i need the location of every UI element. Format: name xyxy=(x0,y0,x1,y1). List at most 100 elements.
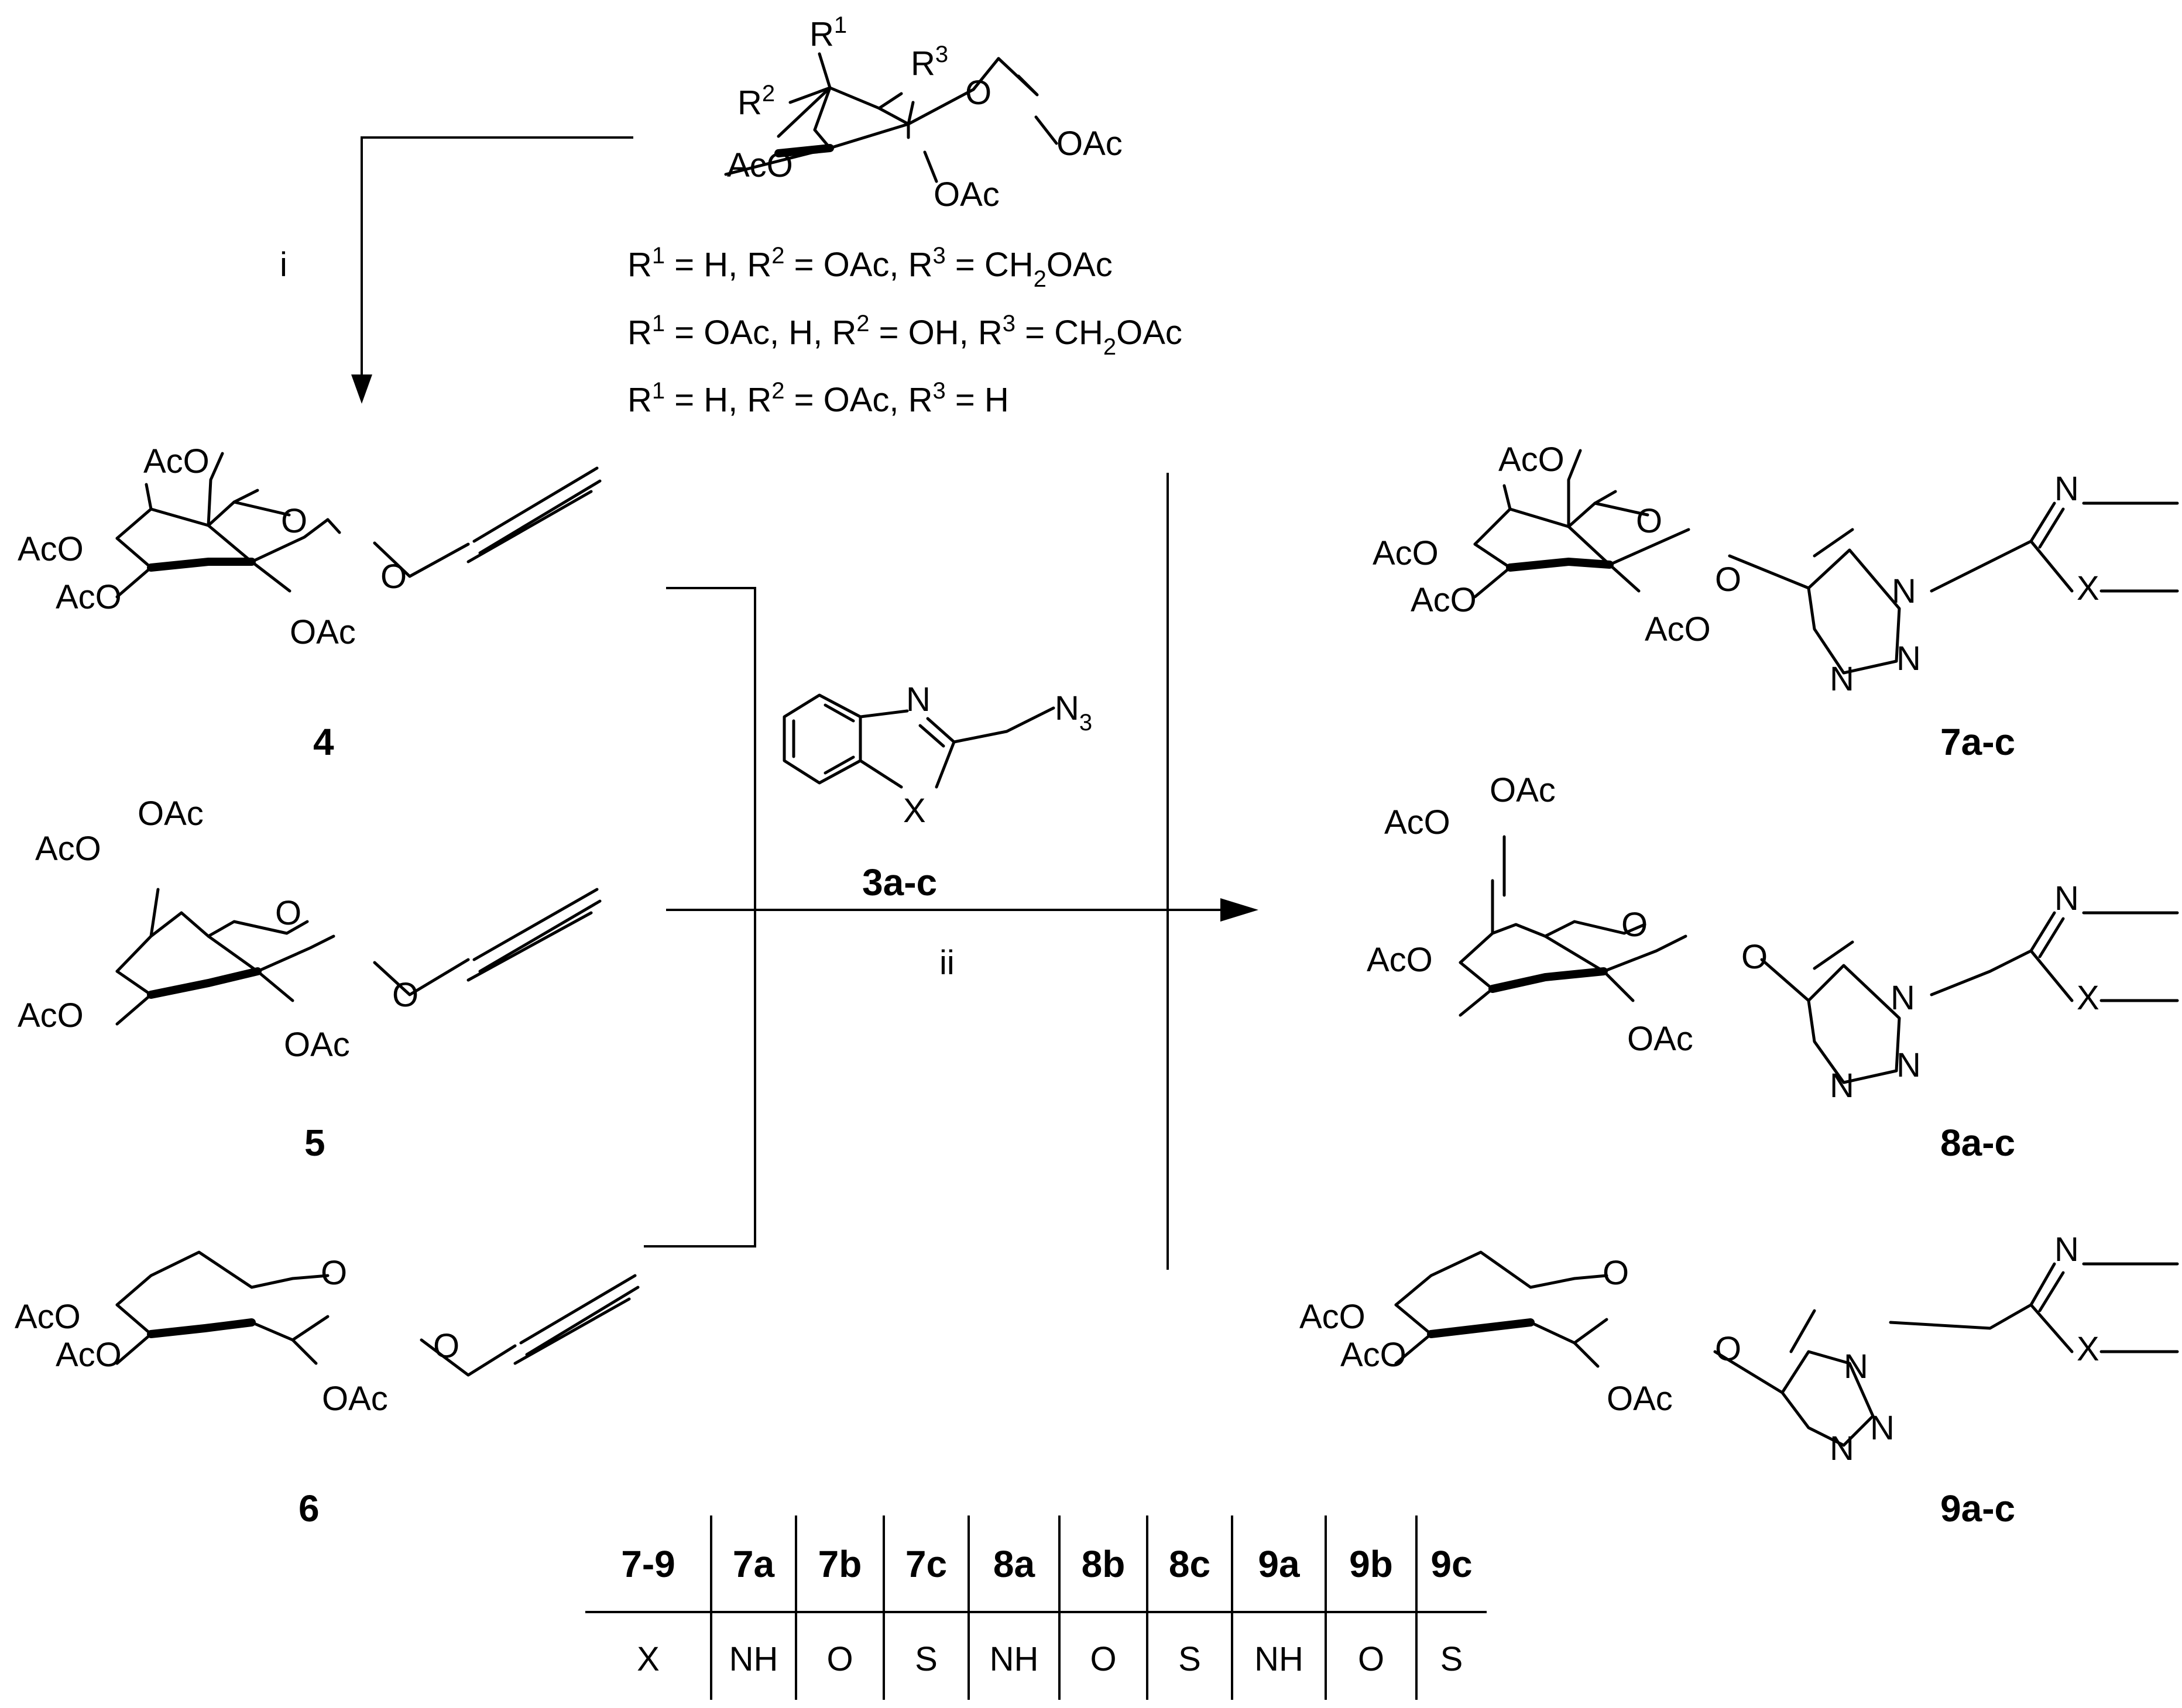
table-header-cell: 8a xyxy=(993,1543,1035,1585)
c5-number: 5 xyxy=(304,1122,325,1164)
c6-aco-3: AcO xyxy=(56,1336,122,1374)
c8-triazole-n1: N xyxy=(1891,979,1915,1017)
c7-triazole-n2: N xyxy=(1896,640,1921,678)
reagent-x: X xyxy=(903,792,926,830)
c7-ring-oxygen: O xyxy=(1636,502,1662,540)
c7-aco-6: AcO xyxy=(1498,441,1565,479)
c6-ring-oxygen: O xyxy=(321,1254,347,1292)
start-oac-c2: OAc xyxy=(934,176,1000,214)
start-r2: R2 xyxy=(737,81,775,122)
c8-het-n: N xyxy=(2054,879,2079,917)
table-cell: NH xyxy=(729,1640,778,1678)
compound-6: AcO AcO OAc O O 6 xyxy=(15,1250,640,1530)
reagent-number: 3a-c xyxy=(862,861,937,903)
table-cell: S xyxy=(915,1640,938,1678)
c5-oac-6: OAc xyxy=(138,795,204,833)
c5-aco-4: AcO xyxy=(35,830,101,868)
c9-aco-3: AcO xyxy=(1340,1336,1406,1374)
c5-ring-oxygen: O xyxy=(275,894,301,932)
c6-number: 6 xyxy=(299,1487,320,1530)
reagent-n: N xyxy=(906,681,931,719)
table-cell: S xyxy=(1178,1640,1201,1678)
table-header-cell: 8c xyxy=(1169,1543,1210,1585)
c9-het-n: N xyxy=(2054,1231,2079,1269)
table-cell: S xyxy=(1440,1640,1463,1678)
c8-oac-2: OAc xyxy=(1627,1020,1693,1058)
table-header-cell: 7c xyxy=(905,1543,947,1585)
c8-triazole-n2: N xyxy=(1896,1046,1921,1084)
start-aco-c3: AcO xyxy=(727,146,793,184)
c5-oac-2: OAc xyxy=(284,1026,350,1064)
c9-ring-oxygen: O xyxy=(1603,1254,1629,1292)
reagent-3: N X N3 3a-c xyxy=(783,681,1092,903)
arrow-step-i: i xyxy=(280,136,633,404)
c4-aco-3: AcO xyxy=(56,578,122,616)
c8-aco-3: AcO xyxy=(1367,941,1433,979)
table-cell: O xyxy=(1090,1640,1116,1678)
compound-4: AcO AcO AcO OAc O O 4 xyxy=(18,442,602,763)
c7-aco-4: AcO xyxy=(1373,534,1439,572)
start-r3: R3 xyxy=(911,42,948,83)
c7-aco-2: AcO xyxy=(1645,610,1711,648)
table-header-cell: 9a xyxy=(1258,1543,1300,1585)
subst-line-3: R1 = H, R2 = OAc, R3 = H xyxy=(627,378,1009,419)
condition-i: i xyxy=(280,246,287,284)
c7-het-n: N xyxy=(2054,470,2079,508)
compound-5: OAc AcO AcO OAc O O 5 xyxy=(18,795,602,1164)
start-r1: R1 xyxy=(809,12,847,53)
reagent-azide: N3 xyxy=(1055,689,1092,736)
c9-oac-2: OAc xyxy=(1607,1380,1673,1418)
table-cell: NH xyxy=(1254,1640,1303,1678)
c5-aco-3: AcO xyxy=(18,996,84,1035)
c9-aco-4: AcO xyxy=(1299,1298,1366,1336)
c7-triazole-n1: N xyxy=(1892,572,1916,610)
c4-aco-4: AcO xyxy=(18,530,84,568)
table-header-cell: 9c xyxy=(1430,1543,1472,1585)
c4-number: 4 xyxy=(313,721,334,763)
table-header-cell: 7-9 xyxy=(621,1543,675,1585)
table-cell: X xyxy=(637,1640,660,1678)
c8-het-x: X xyxy=(2077,979,2099,1017)
c4-aco-6: AcO xyxy=(143,442,210,480)
c8-number: 8a-c xyxy=(1940,1122,2015,1164)
c7-number: 7a-c xyxy=(1940,721,2015,763)
c5-o-link: O xyxy=(392,976,418,1014)
c7-o-link: O xyxy=(1715,561,1741,599)
c9-het-x: X xyxy=(2077,1330,2099,1368)
c8-ring-oxygen: O xyxy=(1621,906,1648,944)
arrow-step-ii: ii xyxy=(644,473,1258,1270)
c4-oac-2: OAc xyxy=(290,613,356,651)
c8-oac-6: OAc xyxy=(1490,771,1556,809)
table-cell: NH xyxy=(990,1640,1039,1678)
start-oac-anomeric: OAc xyxy=(1056,125,1123,163)
c9-triazole-n3: N xyxy=(1830,1429,1854,1468)
condition-ii: ii xyxy=(939,944,955,982)
c7-aco-3: AcO xyxy=(1411,581,1477,619)
compound-9: AcO AcO OAc O O N N N N X 9a-c xyxy=(1299,1231,2179,1530)
c7-triazole-n3: N xyxy=(1830,660,1854,698)
table-cell: O xyxy=(1358,1640,1384,1678)
c4-ring-oxygen: O xyxy=(281,502,307,540)
c4-o-link: O xyxy=(380,558,407,596)
compound-8: OAc AcO AcO OAc O O N N N N X 8a-c xyxy=(1367,771,2179,1164)
table-header-cell: 7a xyxy=(733,1543,775,1585)
substituent-table: 7-9 7a 7b 7c 8a 8b 8c 9a 9b 9cX NH O S NH O S NH O S xyxy=(585,1515,1487,1700)
table-header-cell: 9b xyxy=(1349,1543,1393,1585)
c9-triazole-n1: N xyxy=(1844,1348,1868,1386)
c6-o-link: O xyxy=(433,1327,459,1365)
compound-7: AcO AcO AcO AcO O O N N N N X 7a-c xyxy=(1373,441,2179,763)
c9-number: 9a-c xyxy=(1940,1487,2015,1530)
c8-o-link: O xyxy=(1741,938,1768,976)
subst-line-1: R1 = H, R2 = OAc, R3 = CH2OAc xyxy=(627,243,1113,292)
c9-o-link: O xyxy=(1715,1330,1741,1368)
table-cell: O xyxy=(826,1640,853,1678)
start-material: R1 R2 R3 O OAc OAc AcO R1 = H, R2 = OAc,… xyxy=(627,12,1182,419)
c9-triazole-n2: N xyxy=(1870,1409,1895,1447)
c6-aco-4: AcO xyxy=(15,1298,81,1336)
start-ring-oxygen: O xyxy=(965,74,991,112)
table-header-cell: 8b xyxy=(1082,1543,1126,1585)
subst-line-2: R1 = OAc, H, R2 = OH, R3 = CH2OAc xyxy=(627,311,1182,360)
table-header-cell: 7b xyxy=(818,1543,862,1585)
c7-het-x: X xyxy=(2077,569,2099,607)
